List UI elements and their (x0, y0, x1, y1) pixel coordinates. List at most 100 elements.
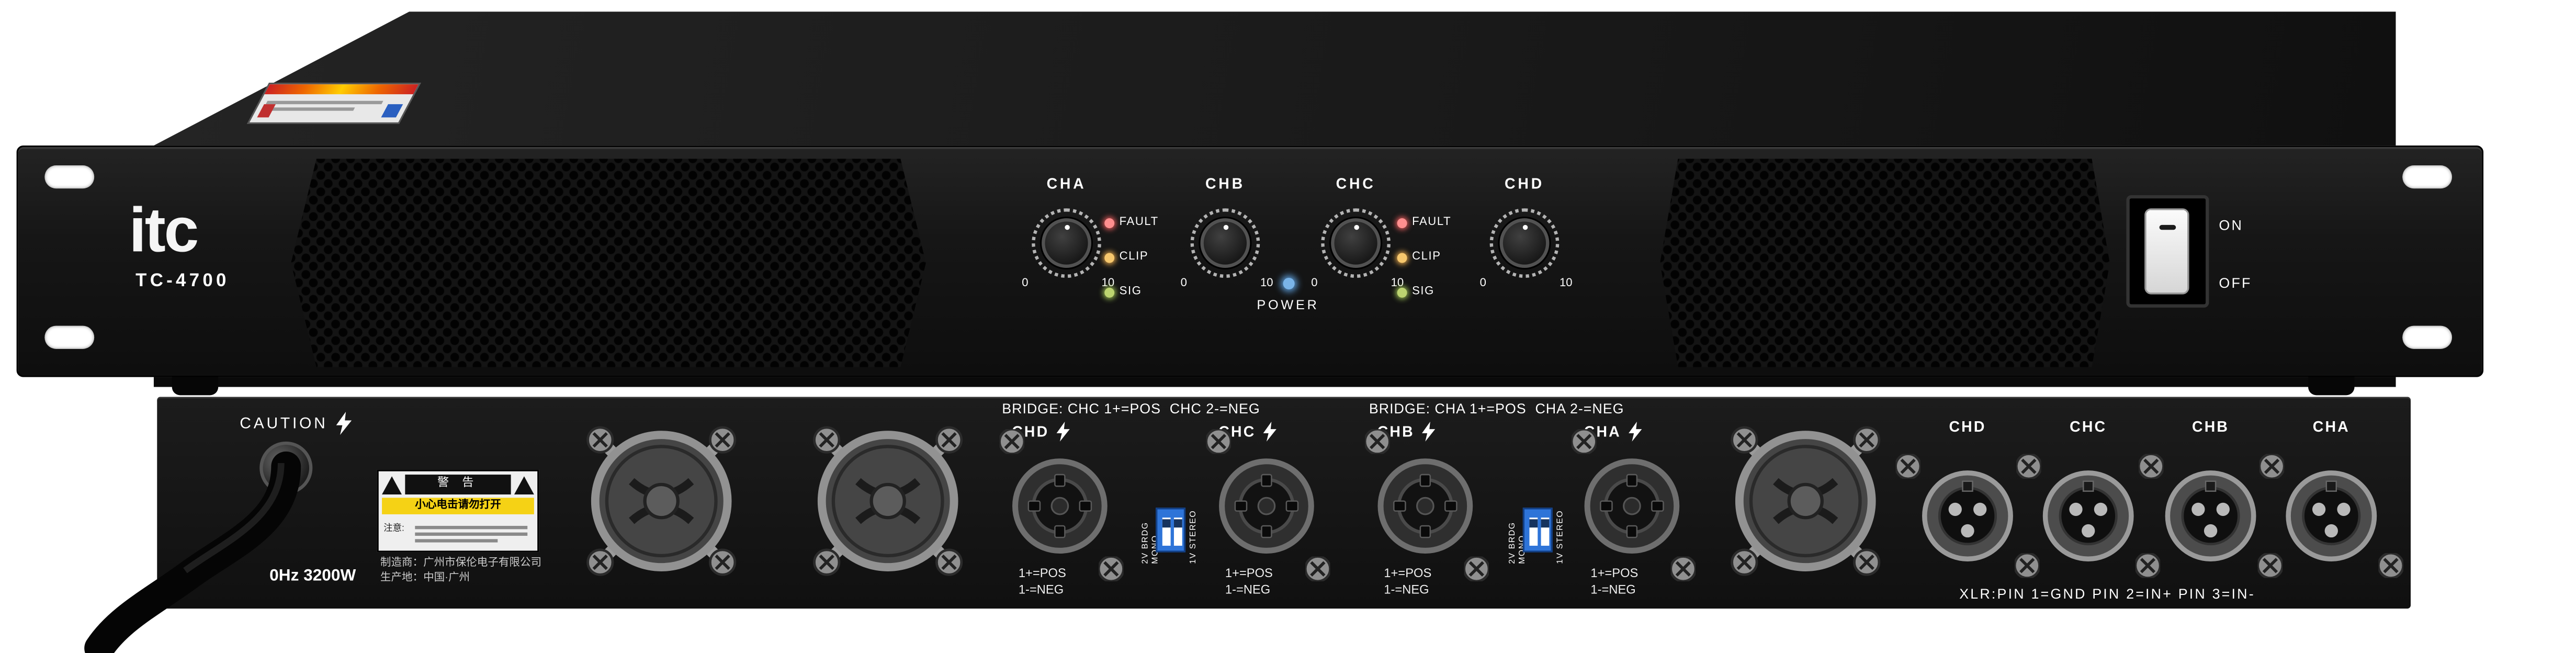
lightning-bolt-icon (1055, 421, 1069, 442)
knob-tick-ring (1032, 208, 1101, 278)
clip-led-icon (1397, 252, 1407, 262)
led-label: SIG (1119, 286, 1142, 298)
knob[interactable] (1499, 218, 1550, 268)
speakon-connector-chc (1214, 453, 1319, 559)
caution-text: CAUTION (240, 414, 328, 433)
mode-dip-switch-ab[interactable]: 2V BRDG MONO 1V STEREO (1508, 499, 1567, 565)
knob-scale-max: 10 (1260, 277, 1273, 290)
chassis-foot (2308, 377, 2355, 396)
caution-label: CAUTION (240, 411, 353, 435)
power-label: POWER (1257, 297, 1319, 313)
xlr-label-cha: CHA (2312, 418, 2350, 435)
fan-grille (575, 415, 748, 587)
power-switch-rocker[interactable] (2144, 208, 2189, 295)
screw-icon (1464, 557, 1489, 581)
led-label: CLIP (1119, 251, 1149, 263)
screw-icon (1305, 557, 1330, 581)
led-label: SIG (1412, 286, 1434, 298)
screw-icon (1671, 557, 1696, 581)
screw-icon (2139, 454, 2163, 479)
dip-slider[interactable] (1162, 517, 1171, 546)
screw-icon (1206, 429, 1231, 454)
screw-icon (2259, 454, 2284, 479)
speakon-connector-chd (1007, 453, 1113, 559)
knob[interactable] (1331, 218, 1381, 268)
rack-mount-hole (44, 325, 95, 349)
led-indicators-cd: FAULT CLIP SIG (1397, 205, 1497, 309)
fine-print-line (415, 532, 528, 535)
screw-icon (1572, 429, 1596, 454)
signal-led-icon (1397, 287, 1407, 297)
dip-slider[interactable] (1541, 517, 1550, 546)
dip-slider[interactable] (1173, 517, 1182, 546)
knob-scale-min: 0 (1022, 277, 1029, 290)
chassis-top (153, 12, 2396, 146)
xlr-connector-chc (2039, 466, 2138, 566)
gain-knob-cha[interactable]: CHA 0 10 (1017, 175, 1116, 311)
channel-label: CHB (1205, 175, 1245, 192)
xlr-connector-chb (2161, 466, 2261, 566)
warning-note: 注意: (383, 524, 404, 534)
knob-tick-ring (1190, 208, 1260, 278)
gain-knob-chb[interactable]: CHB 0 10 (1176, 175, 1275, 311)
knob-scale-min: 0 (1311, 277, 1318, 290)
chassis-base (153, 377, 2396, 387)
gain-knob-chc[interactable]: CHC 0 10 (1306, 175, 1406, 311)
bridge-label-ab: BRIDGE: CHA 1+=POS CHA 2-=NEG (1369, 400, 1624, 417)
electric-shock-warning-label: 警 告 小心电击请勿打开 注意: (377, 469, 539, 553)
lightning-bolt-icon (1262, 421, 1276, 442)
model-number: TC-4700 (135, 271, 230, 291)
rack-mount-hole (44, 165, 95, 189)
screw-icon (1896, 454, 1920, 479)
fault-led-icon (1104, 217, 1115, 228)
lightning-bolt-icon (1628, 421, 1641, 442)
ventilation-grille-left (291, 159, 926, 367)
bridge-label-cd: BRIDGE: CHC 1+=POS CHC 2-=NEG (1002, 400, 1260, 417)
screw-icon (2016, 454, 2041, 479)
mode-dip-switch-cd[interactable]: 2V BRDG MONO 1V STEREO (1141, 499, 1201, 565)
dip-right-label: 1V STEREO (1189, 510, 1199, 564)
knob-tick-ring (1489, 208, 1560, 278)
screw-icon (1000, 429, 1024, 454)
channel-label: CHA (1046, 175, 1087, 192)
dip-slider[interactable] (1529, 517, 1538, 546)
screw-icon (2258, 553, 2283, 578)
fault-led-icon (1397, 217, 1407, 228)
fan-grille (802, 415, 974, 587)
screw-icon (2378, 553, 2403, 578)
xlr-connector-cha (2281, 466, 2381, 566)
speakon-connector-chb (1372, 453, 1478, 559)
speakon-connector-cha (1579, 453, 1685, 559)
gain-knob-chd[interactable]: CHD 0 10 (1475, 175, 1574, 311)
lightning-bolt-icon (336, 411, 352, 435)
switch-off-label: OFF (2219, 274, 2252, 291)
xlr-pinout-note: XLR:PIN 1=GND PIN 2=IN+ PIN 3=IN- (1959, 585, 2255, 602)
knob-scale-min: 0 (1479, 277, 1486, 290)
xlr-label-chc: CHC (2070, 418, 2107, 435)
channel-label: CHD (1505, 175, 1544, 192)
knob[interactable] (1042, 218, 1091, 268)
sticker-blue-chip (381, 104, 403, 118)
knob-scale-max: 10 (1559, 277, 1573, 290)
knob[interactable] (1200, 218, 1250, 268)
dip-switch-body[interactable] (1156, 508, 1186, 553)
manufacturer-line: 生产地：中国·广州 (380, 571, 470, 583)
brand-logo: itc (129, 197, 199, 266)
rack-mount-hole (2402, 165, 2453, 189)
lightning-bolt-icon (1421, 421, 1434, 442)
channel-label: CHC (1336, 175, 1376, 192)
dip-switch-body[interactable] (1522, 508, 1553, 553)
dip-right-label: 1V STEREO (1556, 510, 1566, 564)
clip-led-icon (1104, 252, 1115, 262)
led-indicators-ab: FAULT CLIP SIG (1104, 205, 1204, 309)
led-label: CLIP (1412, 251, 1441, 263)
sticker-color-bar (264, 84, 419, 95)
fan-grille (1720, 415, 1892, 587)
power-cable (84, 451, 301, 653)
knob-scale-max: 10 (1391, 277, 1404, 290)
